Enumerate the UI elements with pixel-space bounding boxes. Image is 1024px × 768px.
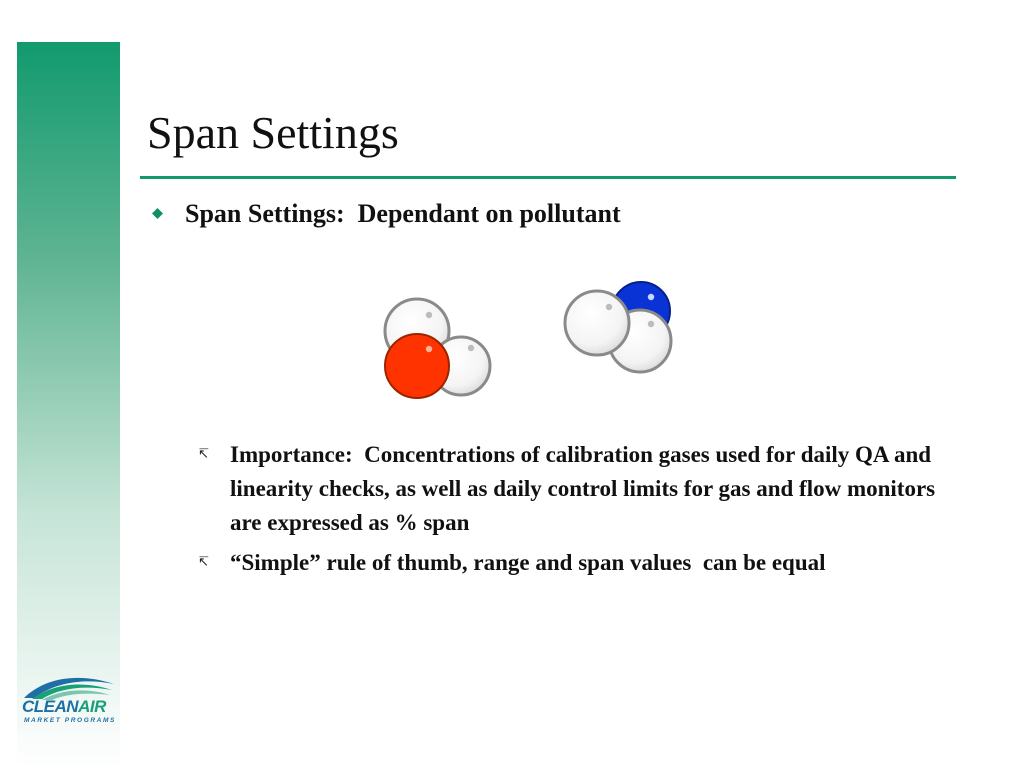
side-gradient-bar [17,42,120,768]
sub-bullet-item: ↸ Importance: Concentrations of calibrat… [196,438,986,540]
corner-arrow-bullet-icon: ↸ [198,555,209,570]
slide-title: Span Settings [147,107,399,158]
ammonia-molecule-icon [563,281,673,374]
logo-wave-icon [24,677,114,700]
sub-bullet-list: ↸ Importance: Concentrations of calibrat… [196,438,986,586]
main-bullet-text: Span Settings: Dependant on pollutant [185,199,621,228]
logo-wordmark: CLEANAIR [22,698,106,715]
logo-word-air: AIR [78,697,106,716]
sub-bullet-item: ↸ “Simple” rule of thumb, range and span… [196,546,986,580]
sub-bullet-text: Importance: Concentrations of calibratio… [230,442,941,535]
main-bullet: Span Settings: Dependant on pollutant [150,196,970,232]
water-molecule-icon [383,297,492,399]
clean-air-logo: CLEANAIR MARKET PROGRAMS [18,670,118,730]
teal-diamond-bullet-icon [152,208,163,219]
logo-tagline: MARKET PROGRAMS [24,717,116,724]
corner-arrow-bullet-icon: ↸ [198,447,209,462]
sub-bullet-text: “Simple” rule of thumb, range and span v… [230,550,826,575]
molecule-illustration [383,281,673,399]
logo-word-clean: CLEAN [22,697,79,716]
title-underline [140,176,956,179]
